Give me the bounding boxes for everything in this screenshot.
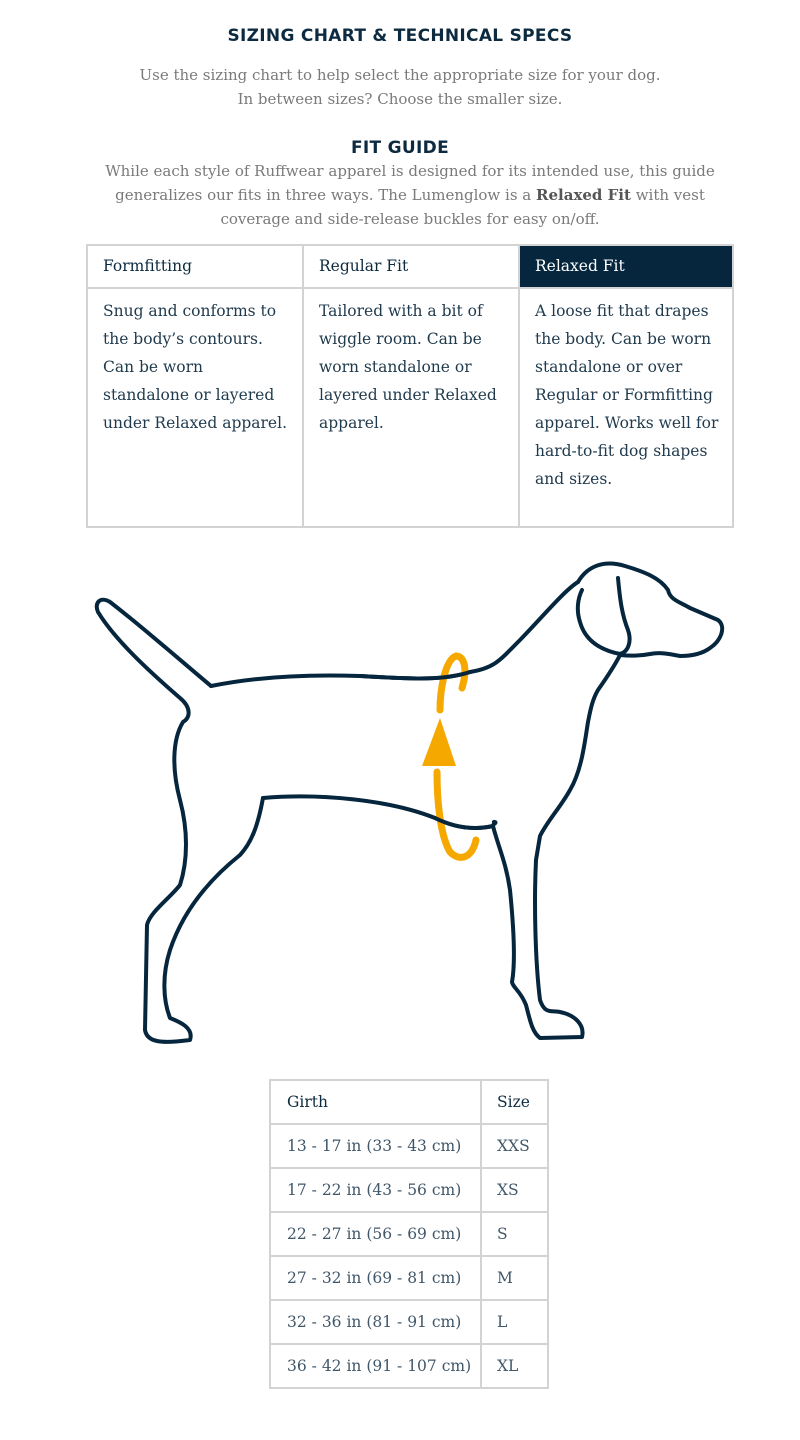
fit-guide-table: Formfitting Regular Fit Relaxed Fit Snug… bbox=[86, 244, 734, 528]
fit-header-regular: Regular Fit bbox=[304, 246, 520, 289]
size-cell: XS bbox=[480, 1167, 549, 1213]
dog-girth-measure-icon bbox=[94, 561, 725, 1044]
fit-desc-formfitting: Snug and conforms to the body’s contours… bbox=[88, 289, 304, 526]
size-cell: L bbox=[480, 1299, 549, 1345]
fit-desc-after: with vest coverage and side-release buck… bbox=[220, 186, 705, 228]
girth-cell: 13 - 17 in (33 - 43 cm) bbox=[269, 1123, 482, 1169]
table-row: 13 - 17 in (33 - 43 cm) XXS bbox=[269, 1123, 549, 1169]
size-cell: XL bbox=[480, 1343, 549, 1389]
fit-header-formfitting: Formfitting bbox=[88, 246, 304, 289]
girth-header: Girth bbox=[269, 1079, 482, 1125]
table-row: 32 - 36 in (81 - 91 cm) L bbox=[269, 1299, 549, 1345]
size-cell: S bbox=[480, 1211, 549, 1257]
girth-cell: 27 - 32 in (69 - 81 cm) bbox=[269, 1255, 482, 1301]
table-row: 36 - 42 in (91 - 107 cm) XL bbox=[269, 1343, 549, 1389]
girth-cell: 32 - 36 in (81 - 91 cm) bbox=[269, 1299, 482, 1345]
fit-desc-regular: Tailored with a bit of wiggle room. Can … bbox=[304, 289, 520, 526]
girth-cell: 36 - 42 in (91 - 107 cm) bbox=[269, 1343, 482, 1389]
fit-desc-highlight: Relaxed Fit bbox=[536, 186, 631, 204]
fit-guide-title: FIT GUIDE bbox=[351, 138, 449, 158]
fit-desc-before: While each style of Ruffwear apparel is … bbox=[105, 162, 715, 204]
intro-line-1: Use the sizing chart to help select the … bbox=[139, 66, 661, 84]
dog-outline bbox=[94, 561, 725, 1044]
page-title: SIZING CHART & TECHNICAL SPECS bbox=[227, 26, 573, 46]
size-chart-table: Girth Size 13 - 17 in (33 - 43 cm) XXS 1… bbox=[269, 1079, 549, 1389]
table-row: 22 - 27 in (56 - 69 cm) S bbox=[269, 1211, 549, 1257]
table-row: 17 - 22 in (43 - 56 cm) XS bbox=[269, 1167, 549, 1213]
table-row: 27 - 32 in (69 - 81 cm) M bbox=[269, 1255, 549, 1301]
size-chart-header-row: Girth Size bbox=[269, 1079, 549, 1125]
fit-guide-description: While each style of Ruffwear apparel is … bbox=[80, 159, 740, 231]
sizing-intro: Use the sizing chart to help select the … bbox=[0, 63, 800, 111]
fit-desc-relaxed: A loose fit that drapes the body. Can be… bbox=[535, 302, 719, 488]
intro-line-2: In between sizes? Choose the smaller siz… bbox=[237, 90, 563, 108]
size-cell: XXS bbox=[480, 1123, 549, 1169]
girth-cell: 17 - 22 in (43 - 56 cm) bbox=[269, 1167, 482, 1213]
size-header: Size bbox=[480, 1079, 549, 1125]
size-cell: M bbox=[480, 1255, 549, 1301]
girth-cell: 22 - 27 in (56 - 69 cm) bbox=[269, 1211, 482, 1257]
fit-header-relaxed: Relaxed Fit bbox=[520, 246, 732, 289]
